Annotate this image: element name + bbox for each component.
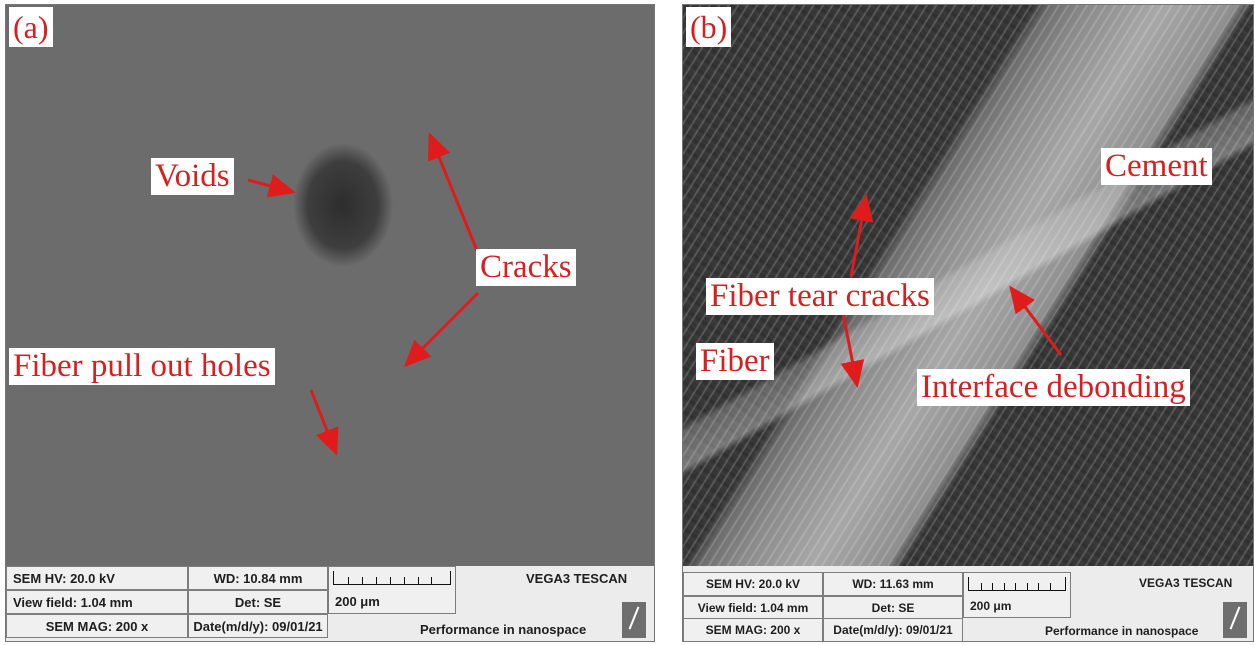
detector-value: Det: SE — [188, 590, 328, 614]
detector-value: Det: SE — [823, 596, 963, 620]
scale-bar: 200 μm — [963, 572, 1071, 618]
sem-micrograph-a — [6, 5, 654, 567]
view-field-value: View field: 1.04 mm — [6, 590, 188, 614]
tescan-logo-icon — [622, 602, 646, 638]
hv-value: SEM HV: 20.0 kV — [6, 566, 188, 590]
brand-label: VEGA3 TESCAN — [1139, 576, 1233, 590]
annotation-interface-debonding: Interface debonding — [917, 369, 1190, 406]
magnification-value: SEM MAG: 200 x — [683, 618, 823, 641]
annotation-fiber: Fiber — [696, 343, 774, 380]
sem-panel-a: (a) Voids Cracks Fiber pull out holes SE… — [5, 4, 655, 642]
annotation-voids: Voids — [151, 158, 234, 195]
tescan-logo-icon — [1223, 602, 1247, 638]
annotation-cement: Cement — [1101, 148, 1212, 185]
hv-value: SEM HV: 20.0 kV — [683, 572, 823, 596]
scale-ruler — [968, 577, 1066, 591]
sem-panel-b: (b) Cement Fiber tear cracks Fiber Inter… — [682, 4, 1254, 642]
slogan-label: Performance in nanospace — [1045, 624, 1199, 638]
panel-label: (b) — [686, 7, 732, 47]
scale-label: 200 μm — [335, 594, 380, 609]
brand-label: VEGA3 TESCAN — [526, 571, 628, 586]
scale-bar: 200 μm — [328, 566, 456, 614]
sem-databar: SEM HV: 20.0 kV WD: 10.84 mm 200 μm VEGA… — [6, 566, 654, 641]
wd-value: WD: 10.84 mm — [188, 566, 328, 590]
annotation-fiber-tear-cracks: Fiber tear cracks — [706, 278, 934, 315]
scale-ruler — [333, 571, 451, 585]
magnification-value: SEM MAG: 200 x — [6, 614, 188, 638]
panel-label: (a) — [9, 7, 53, 47]
wd-value: WD: 11.63 mm — [823, 572, 963, 596]
scale-label: 200 μm — [970, 599, 1012, 613]
annotation-fiber-pull-out-holes: Fiber pull out holes — [9, 348, 275, 385]
annotation-cracks: Cracks — [476, 249, 576, 286]
date-value: Date(m/d/y): 09/01/21 — [823, 618, 963, 641]
date-value: Date(m/d/y): 09/01/21 — [188, 614, 328, 638]
slogan-label: Performance in nanospace — [420, 622, 587, 637]
sem-databar: SEM HV: 20.0 kV WD: 11.63 mm 200 μm VEGA… — [683, 566, 1253, 641]
view-field-value: View field: 1.04 mm — [683, 596, 823, 620]
